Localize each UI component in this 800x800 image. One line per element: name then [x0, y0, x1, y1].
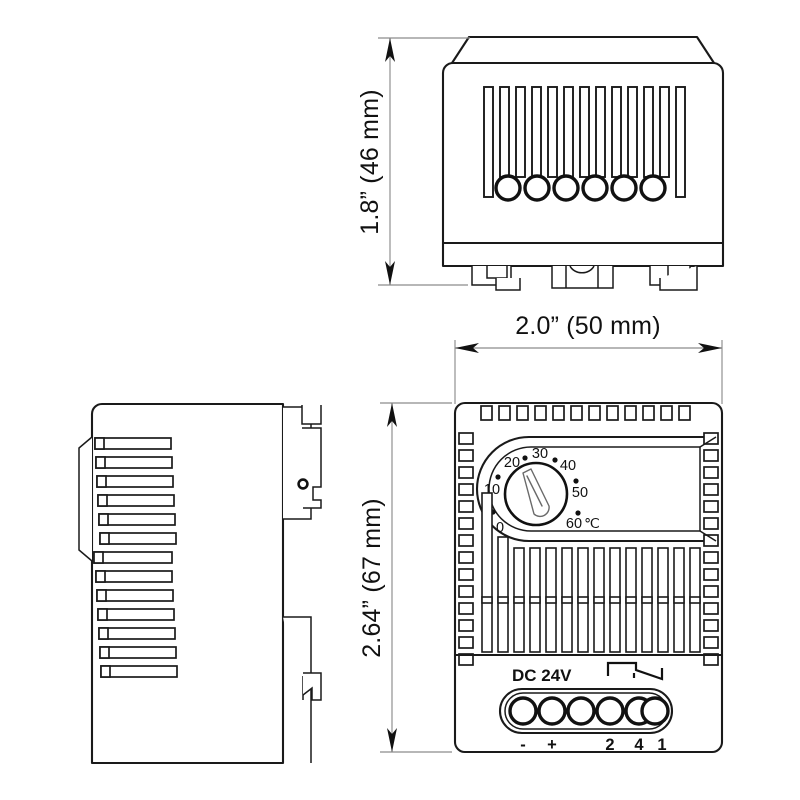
side-view-upper-clip	[297, 405, 322, 509]
arrow-head-down	[385, 261, 395, 285]
relay-contact-icon	[606, 661, 664, 681]
dial-scale-label-0: 0	[496, 520, 504, 536]
terminal-hole	[640, 696, 670, 726]
terminal-supply-label: DC 24V	[512, 666, 572, 685]
terminal-holes	[508, 696, 670, 726]
arrow-head-left	[455, 343, 479, 353]
top-view-terminal-holes	[494, 174, 667, 202]
terminal-hole	[508, 696, 538, 726]
side-view	[78, 402, 322, 765]
dial-knob-ring[interactable]	[503, 461, 569, 527]
top-view-base-band	[441, 241, 725, 268]
dial-knob-pointer-line	[526, 475, 543, 507]
terminal-label-minus: -	[520, 736, 526, 754]
dial-recess-bevel	[699, 436, 717, 542]
arrow-head-down	[387, 728, 397, 752]
side-view-lower-clip	[302, 672, 322, 701]
dimension-height-label: 1.8” (46 mm)	[356, 89, 384, 234]
dial-scale-label-60: 60	[566, 516, 582, 532]
front-view-right-vent-slots	[703, 432, 719, 666]
dial-unit-label: ℃	[584, 515, 600, 531]
front-view-top-vent-slots	[480, 405, 691, 421]
terminal-hole	[595, 696, 625, 726]
dial-tick-dot	[573, 478, 579, 484]
dial-scale-label-30: 30	[532, 446, 548, 462]
side-view-vent-fins	[93, 437, 178, 678]
dimension-depth: 2.64” (67 mm)	[358, 403, 397, 752]
dial-tick-dot	[552, 457, 558, 463]
terminal-label-2: 2	[605, 736, 614, 754]
dimension-depth-label: 2.64” (67 mm)	[358, 498, 386, 658]
terminal-hole	[537, 696, 567, 726]
top-view-cap	[450, 35, 716, 65]
terminal-label-plus: +	[547, 736, 557, 754]
arrow-head-right	[698, 343, 722, 353]
arrow-head-up	[385, 38, 395, 62]
arrow-head-up	[387, 403, 397, 427]
side-view-rear-recess-lower	[283, 616, 312, 763]
dimension-height: 1.8” (46 mm)	[356, 38, 395, 285]
dial-scale-label-40: 40	[560, 458, 576, 474]
front-view: 0 10 20 30 40 50 60 ℃	[380, 340, 724, 754]
terminal-label-4: 4	[634, 736, 644, 754]
dial-scale-label-20: 20	[504, 455, 520, 471]
terminal-labels: - + 2 4 1	[520, 736, 666, 754]
dimension-width: 2.0” (50 mm)	[455, 312, 722, 353]
dial-tick-dot	[495, 474, 501, 480]
side-view-fin-shroud	[78, 436, 93, 562]
top-view	[378, 35, 725, 291]
dimension-width-label: 2.0” (50 mm)	[515, 312, 660, 340]
front-view-left-vent-slots	[458, 432, 474, 666]
dial-tick-dot	[575, 510, 581, 516]
terminal-label-1: 1	[657, 736, 666, 754]
top-view-mounting-feet	[471, 265, 698, 291]
front-view-rib-joints	[481, 596, 701, 604]
dial-tick-dot	[522, 455, 528, 461]
dial-scale-label-50: 50	[572, 485, 588, 501]
front-view-ribs	[481, 492, 701, 653]
terminal-hole	[566, 696, 596, 726]
